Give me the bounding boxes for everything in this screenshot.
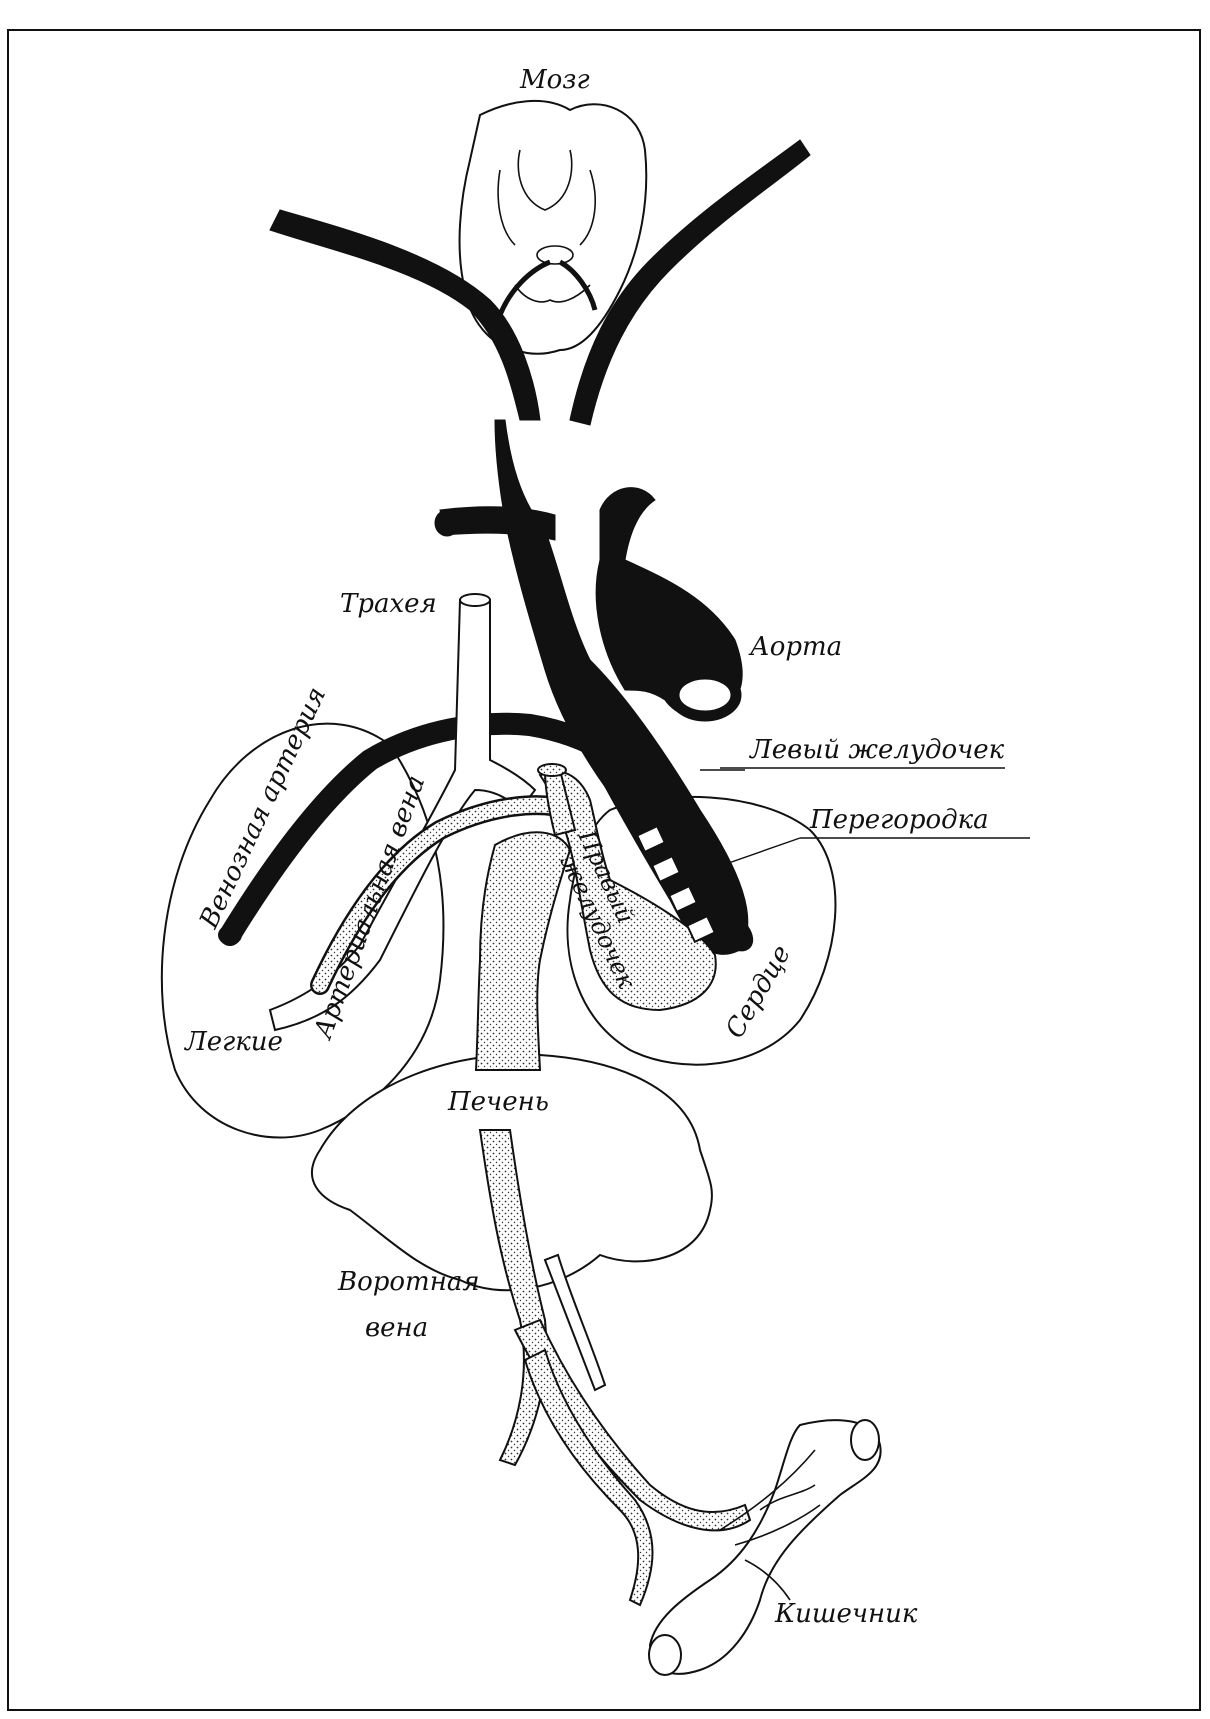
label-left-ventricle: Левый желудочек <box>748 735 1005 765</box>
label-aorta: Аорта <box>748 632 842 662</box>
label-liver: Печень <box>447 1087 549 1117</box>
label-intestine: Кишечник <box>774 1599 918 1629</box>
label-septum: Перегородка <box>809 805 989 835</box>
label-lungs: Легкие <box>183 1027 283 1057</box>
label-trachea: Трахея <box>340 589 437 619</box>
intestine-drawing <box>649 1420 881 1675</box>
label-brain: Мозг <box>519 65 590 95</box>
label-portal-vein-line2: вена <box>365 1313 428 1343</box>
label-portal-vein-line1: Воротная <box>337 1267 480 1297</box>
